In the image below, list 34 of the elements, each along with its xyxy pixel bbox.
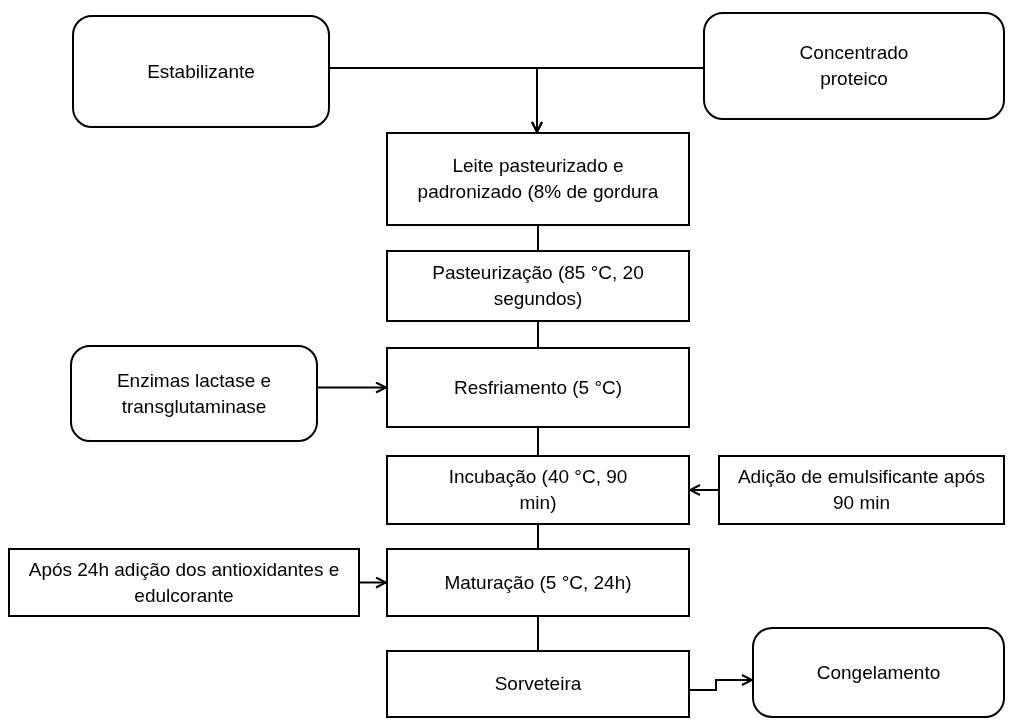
node-text: Enzimas lactase e transglutaminase: [115, 368, 273, 419]
node-text: Sorveteira: [494, 672, 582, 697]
connector-line: [537, 321, 539, 348]
process-box: [386, 455, 690, 525]
rounded-box: [752, 627, 1005, 718]
node-text: Incubação (40 °C, 90 min): [447, 465, 629, 515]
node-text: Adição de emulsificante após 90 min: [736, 465, 987, 515]
rounded-box: [703, 12, 1005, 120]
node-text: Após 24h adição dos antioxidantes e edulcorante: [27, 557, 341, 608]
process-box: [386, 132, 690, 226]
node-text: Resfriamento (5 °C): [453, 375, 623, 400]
arrow: [531, 67, 704, 133]
rounded-box: [72, 15, 330, 128]
process-box: [8, 548, 360, 617]
node-text: Concentrado proteico: [798, 41, 910, 91]
process-box: [386, 548, 690, 617]
process-box: [386, 250, 690, 322]
process-box: [386, 650, 690, 718]
process-box: [386, 347, 690, 428]
node-text: Leite pasteurizado e padronizado (8% de gordura: [416, 154, 660, 204]
arrow: [359, 576, 387, 589]
rounded-box: [70, 345, 318, 442]
arrow: [689, 484, 719, 496]
node-text: Pasteurização (85 °C, 20 segundos): [431, 261, 645, 311]
connector-line: [537, 225, 539, 251]
process-box: [718, 455, 1005, 525]
node-text: Maturação (5 °C, 24h): [444, 570, 632, 595]
node-text: Congelamento: [816, 660, 941, 685]
connector-line: [537, 524, 539, 549]
arrow: [317, 381, 387, 394]
arrow: [689, 674, 753, 691]
node-text: Estabilizante: [147, 59, 255, 84]
connector-line: [537, 427, 539, 456]
connector-line: [537, 616, 539, 651]
